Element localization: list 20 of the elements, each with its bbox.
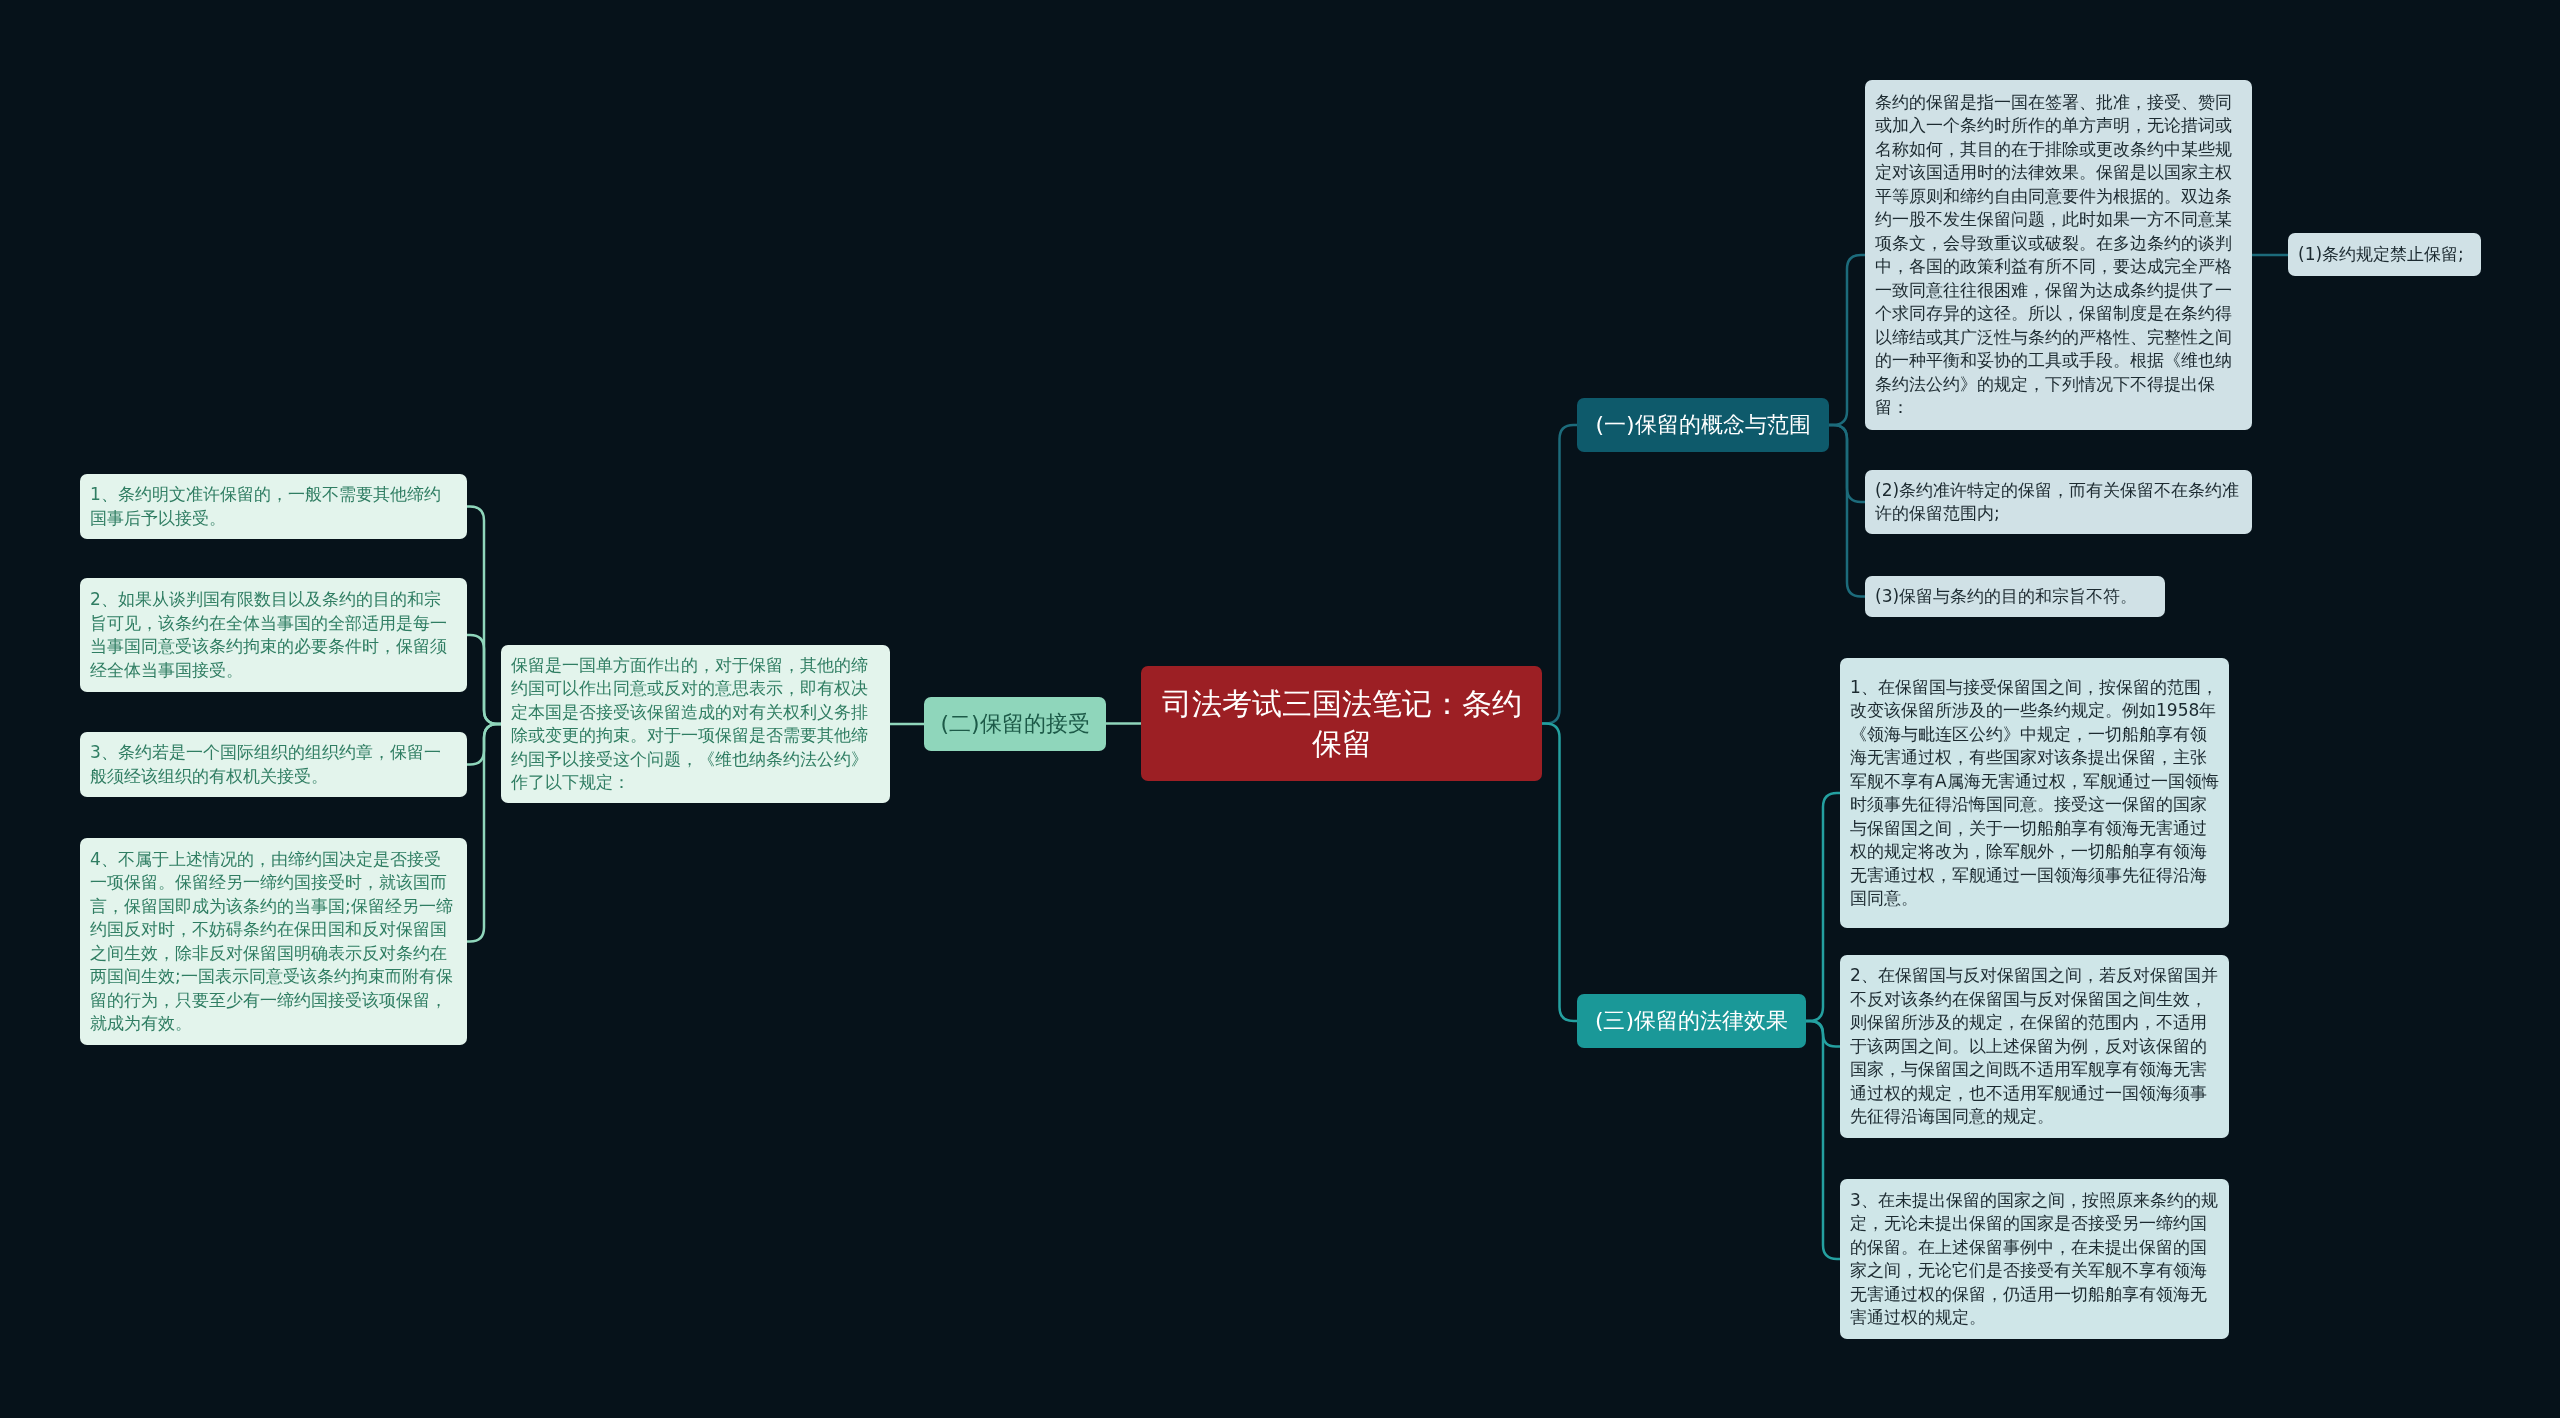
note-card: 1、条约明文准许保留的，一般不需要其他缔约国事后予以接受。 — [80, 474, 467, 539]
central-topic: 司法考试三国法笔记：条约保留 — [1141, 666, 1542, 781]
connector-line — [890, 722, 924, 726]
note-card: 3、在未提出保留的国家之间，按照原来条约的规定，无论未提出保留的国家是否接受另一缔约国的保留。在上述保留事例中，在未提出保留的国家之间，无论它们是否接受有关军舰不享有领海无害通过权的保留，仍适用一切船舶享有领海无害通过权的规定。 — [1840, 1179, 2229, 1339]
note-card: (3)保留与条约的目的和宗旨不符。 — [1865, 576, 2165, 617]
connector-line — [1106, 722, 1141, 725]
note-card: 3、条约若是一个国际组织的组织约章，保留一般须经该组织的有权机关接受。 — [80, 732, 467, 797]
note-card: 条约的保留是指一国在签署、批准，接受、赞同或加入一个条约时所作的单方声明，无论措词或名称如何，其目的在于排除或更改条约中某些规定对该国适用时的法律效果。保留是以国家主权平等原则和缔约自由同意要件为根据的。双边条约一股不发生保留问题，此时如果一方不同意某项条文，会导致重议或破裂。在多边条约的谈判中，各国的政策利益有所不同，要达成完全严格一致同意往往很困难，保留为达成条约提供了一个求同存异的这径。所以，保留制度是在条约得以缔结或其广泛性与条约的严格性、完整性之间的一种平衡和妥协的工具或手段。根据《维也纳条约法公约》的规定，下列情况下不得提出保留： — [1865, 80, 2252, 430]
branch-topic: (二)保留的接受 — [924, 697, 1106, 751]
note-card: 保留是一国单方面作出的，对于保留，其他的缔约国可以作出同意或反对的意思表示，即有权决定本国是否接受该保留造成的对有关权利义务排除或变更的拘束。对于一项保留是否需要其他缔约国予以接受这个问题，《维也纳条约法公约》作了以下规定： — [501, 645, 890, 803]
note-card: 2、在保留国与反对保留国之间，若反对保留国并不反对该条约在保留国与反对保留国之间生效，则保留所涉及的规定，在保留的范围内，不适用于该两国之间。以上述保留为例，反对该保留的国家，与保留国之间既不适用军舰享有领海无害通过权的规定，也不适用军舰通过一国领海须事先征得沿诲国同意的规定。 — [1840, 955, 2229, 1138]
connector-line — [2252, 253, 2288, 257]
note-card: (1)条约规定禁止保留; — [2288, 233, 2481, 276]
note-card: 2、如果从谈判国有限数目以及条约的目的和宗旨可见，该条约在全体当事国的全部适用是每一当事国同意受该条约拘束的必要条件时，保留须经全体当事国接受。 — [80, 578, 467, 692]
branch-topic: (三)保留的法律效果 — [1577, 994, 1806, 1048]
note-card: (2)条约准许特定的保留，而有关保留不在条约准许的保留范围内; — [1865, 470, 2252, 534]
note-card: 1、在保留国与接受保留国之间，按保留的范围，改变该保留所涉及的一些条约规定。例如1958年《领海与毗连区公约》中规定，一切船舶享有领海无害通过权，有些国家对该条提出保留，主张军舰不享有A属海无害通过权，军舰通过一国领悔时须事先征得沿悔国同意。接受这一保留的国家与保留国之间，关于一切船舶享有领海无害通过权的规定将改为，除军舰外，一切船舶享有领海无害通过权，军舰通过一国领海须事先征得沿海国同意。 — [1840, 658, 2229, 928]
branch-topic: (一)保留的概念与范围 — [1577, 398, 1829, 452]
note-card: 4、不属于上述情况的，由缔约国决定是否接受一项保留。保留经另一缔约国接受时，就该国而言，保留国即成为该条约的当事国;保留经另一缔约国反对时，不妨碍条约在保田国和反对保留国之间生效，除非反对保留国明确表示反对条约在两国间生效;一国表示同意受该条约拘束而附有保留的行为，只要至少有一缔约国接受该项保留，就成为有效。 — [80, 838, 467, 1045]
connector-line — [1806, 1019, 1840, 1261]
